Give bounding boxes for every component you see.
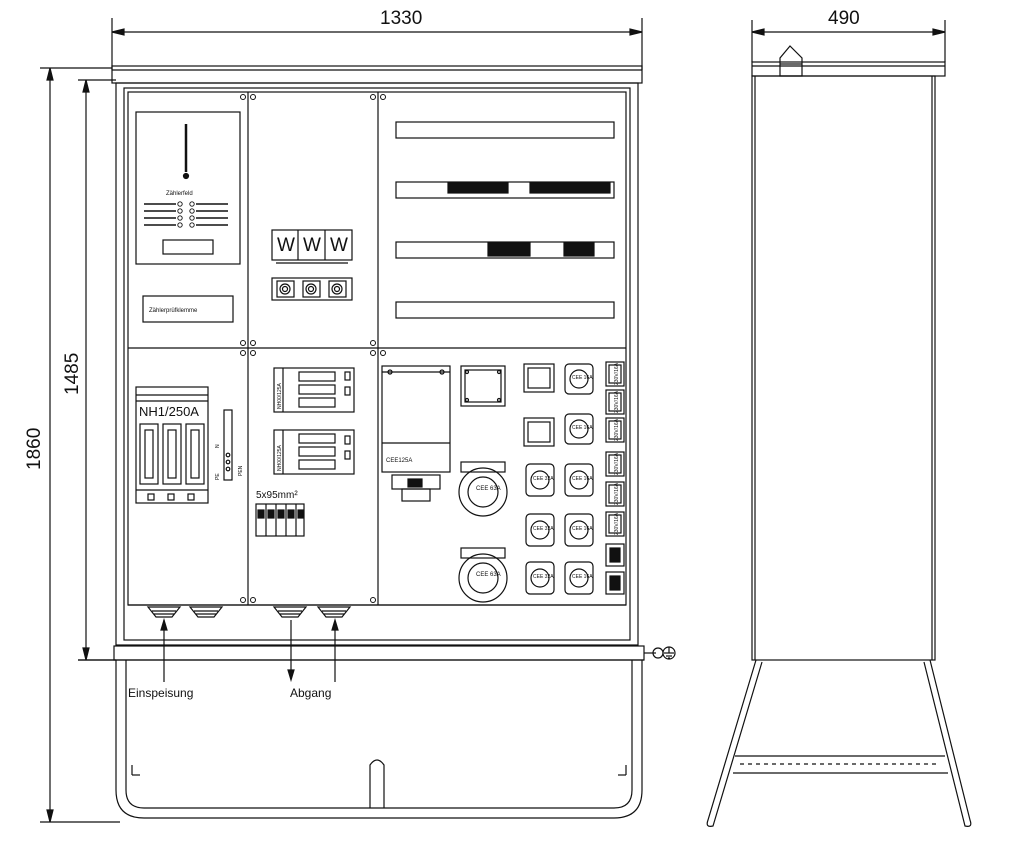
- cee-16-sockets: CEE 16A CEE 16A CEE 16A CEE 16A CEE 16A: [564, 363, 594, 595]
- blank-cover-small-2: [523, 417, 555, 447]
- terminal-n-label: N: [215, 444, 221, 448]
- main-fuse-block: NH1/250A N PE PEN: [135, 386, 244, 504]
- cee-16-label-2: CEE 16A: [572, 425, 593, 431]
- dimension-cabinet-height: 1485: [62, 79, 116, 661]
- blank-cover-small-1: [523, 363, 555, 393]
- cable-arrows: [160, 617, 339, 683]
- cee-16-label-3: CEE 16A: [572, 476, 593, 482]
- outgoing-label: Abgang: [290, 686, 331, 700]
- total-height-dimension-label: 1860: [24, 428, 45, 470]
- schuko-label-3: 230V/16A: [614, 418, 620, 441]
- fuse-letter-3: W: [330, 235, 348, 256]
- infeed-label: Einspeisung: [128, 686, 193, 700]
- cabinet-height-dimension-label: 1485: [62, 353, 83, 395]
- cee-32-label-1: CEE 32A: [533, 476, 554, 482]
- cee-16-label-5: CEE 16A: [572, 574, 593, 580]
- meter-test-terminal-label: Zählerprüfklemme: [149, 308, 198, 314]
- schuko-label-1: 230V/16A: [614, 362, 620, 385]
- cee-32-sockets: CEE 32A CEE 32A CEE 32A: [525, 463, 555, 595]
- blank-cover-large: [460, 365, 506, 407]
- main-fuse-label: NH1/250A: [139, 404, 199, 419]
- nh00-fuse-2: NH00/125A: [273, 429, 355, 475]
- schuko-label-5: 230V/16A: [614, 482, 620, 505]
- side-width-dimension-label: 490: [828, 8, 860, 29]
- nh00-fuse-1-label: NH00/125A: [277, 382, 283, 409]
- meter-test-terminal: Zählerprüfklemme: [142, 295, 234, 323]
- cee-32-label-3: CEE 32A: [533, 574, 554, 580]
- fuse-letter-1: W: [277, 235, 295, 256]
- nh00-fuse-1: NH00/125A: [273, 367, 355, 413]
- dimension-total-height: 1860: [24, 67, 120, 823]
- cee-16-label-1: CEE 16A: [572, 375, 593, 381]
- schuko-label-2: 230V/16A: [614, 390, 620, 413]
- meter-field-label: Zählerfeld: [166, 191, 193, 197]
- cabinet-side-view: [706, 45, 972, 827]
- schuko-label-4: 230V/16A: [614, 452, 620, 475]
- schuko-sockets: 230V/16A 230V/16A 230V/16A 230V/16A 230V…: [605, 361, 625, 595]
- cee-125-socket: CEE125A: [381, 365, 451, 502]
- cee-125-label: CEE125A: [386, 458, 412, 464]
- cee-63-socket-2: CEE 63A: [458, 547, 508, 603]
- cee-63-label-2: CEE 63A: [476, 572, 501, 578]
- din-rails: [395, 121, 615, 319]
- dimension-width: 1330: [111, 8, 643, 70]
- width-dimension-label: 1330: [380, 8, 422, 29]
- terminal-pe-label: PE: [215, 473, 221, 480]
- cee-63-label-1: CEE 63A: [476, 486, 501, 492]
- cee-63-socket-1: CEE 63A: [458, 461, 508, 517]
- ground-symbol-icon: [662, 646, 676, 660]
- cable-terminal-block: 5x95mm²: [255, 490, 305, 537]
- fuse-letter-2: W: [303, 235, 321, 256]
- cabinet-front-view: Zählerfeld Zählerprüfklemme: [78, 65, 676, 819]
- dimension-side-width: 490: [751, 8, 946, 62]
- cable-glands: [146, 606, 352, 618]
- terminal-pen-label: PEN: [238, 465, 244, 476]
- fuse-switch-w: W W W: [271, 229, 353, 301]
- cee-32-label-2: CEE 32A: [533, 526, 554, 532]
- cable-terminal-label: 5x95mm²: [256, 490, 298, 501]
- cee-16-label-4: CEE 16A: [572, 526, 593, 532]
- nh00-fuse-2-label: NH00/125A: [277, 444, 283, 471]
- base-frame: [115, 660, 643, 819]
- meter-field: Zählerfeld: [135, 111, 241, 265]
- schuko-label-6: 230V/16A: [614, 512, 620, 535]
